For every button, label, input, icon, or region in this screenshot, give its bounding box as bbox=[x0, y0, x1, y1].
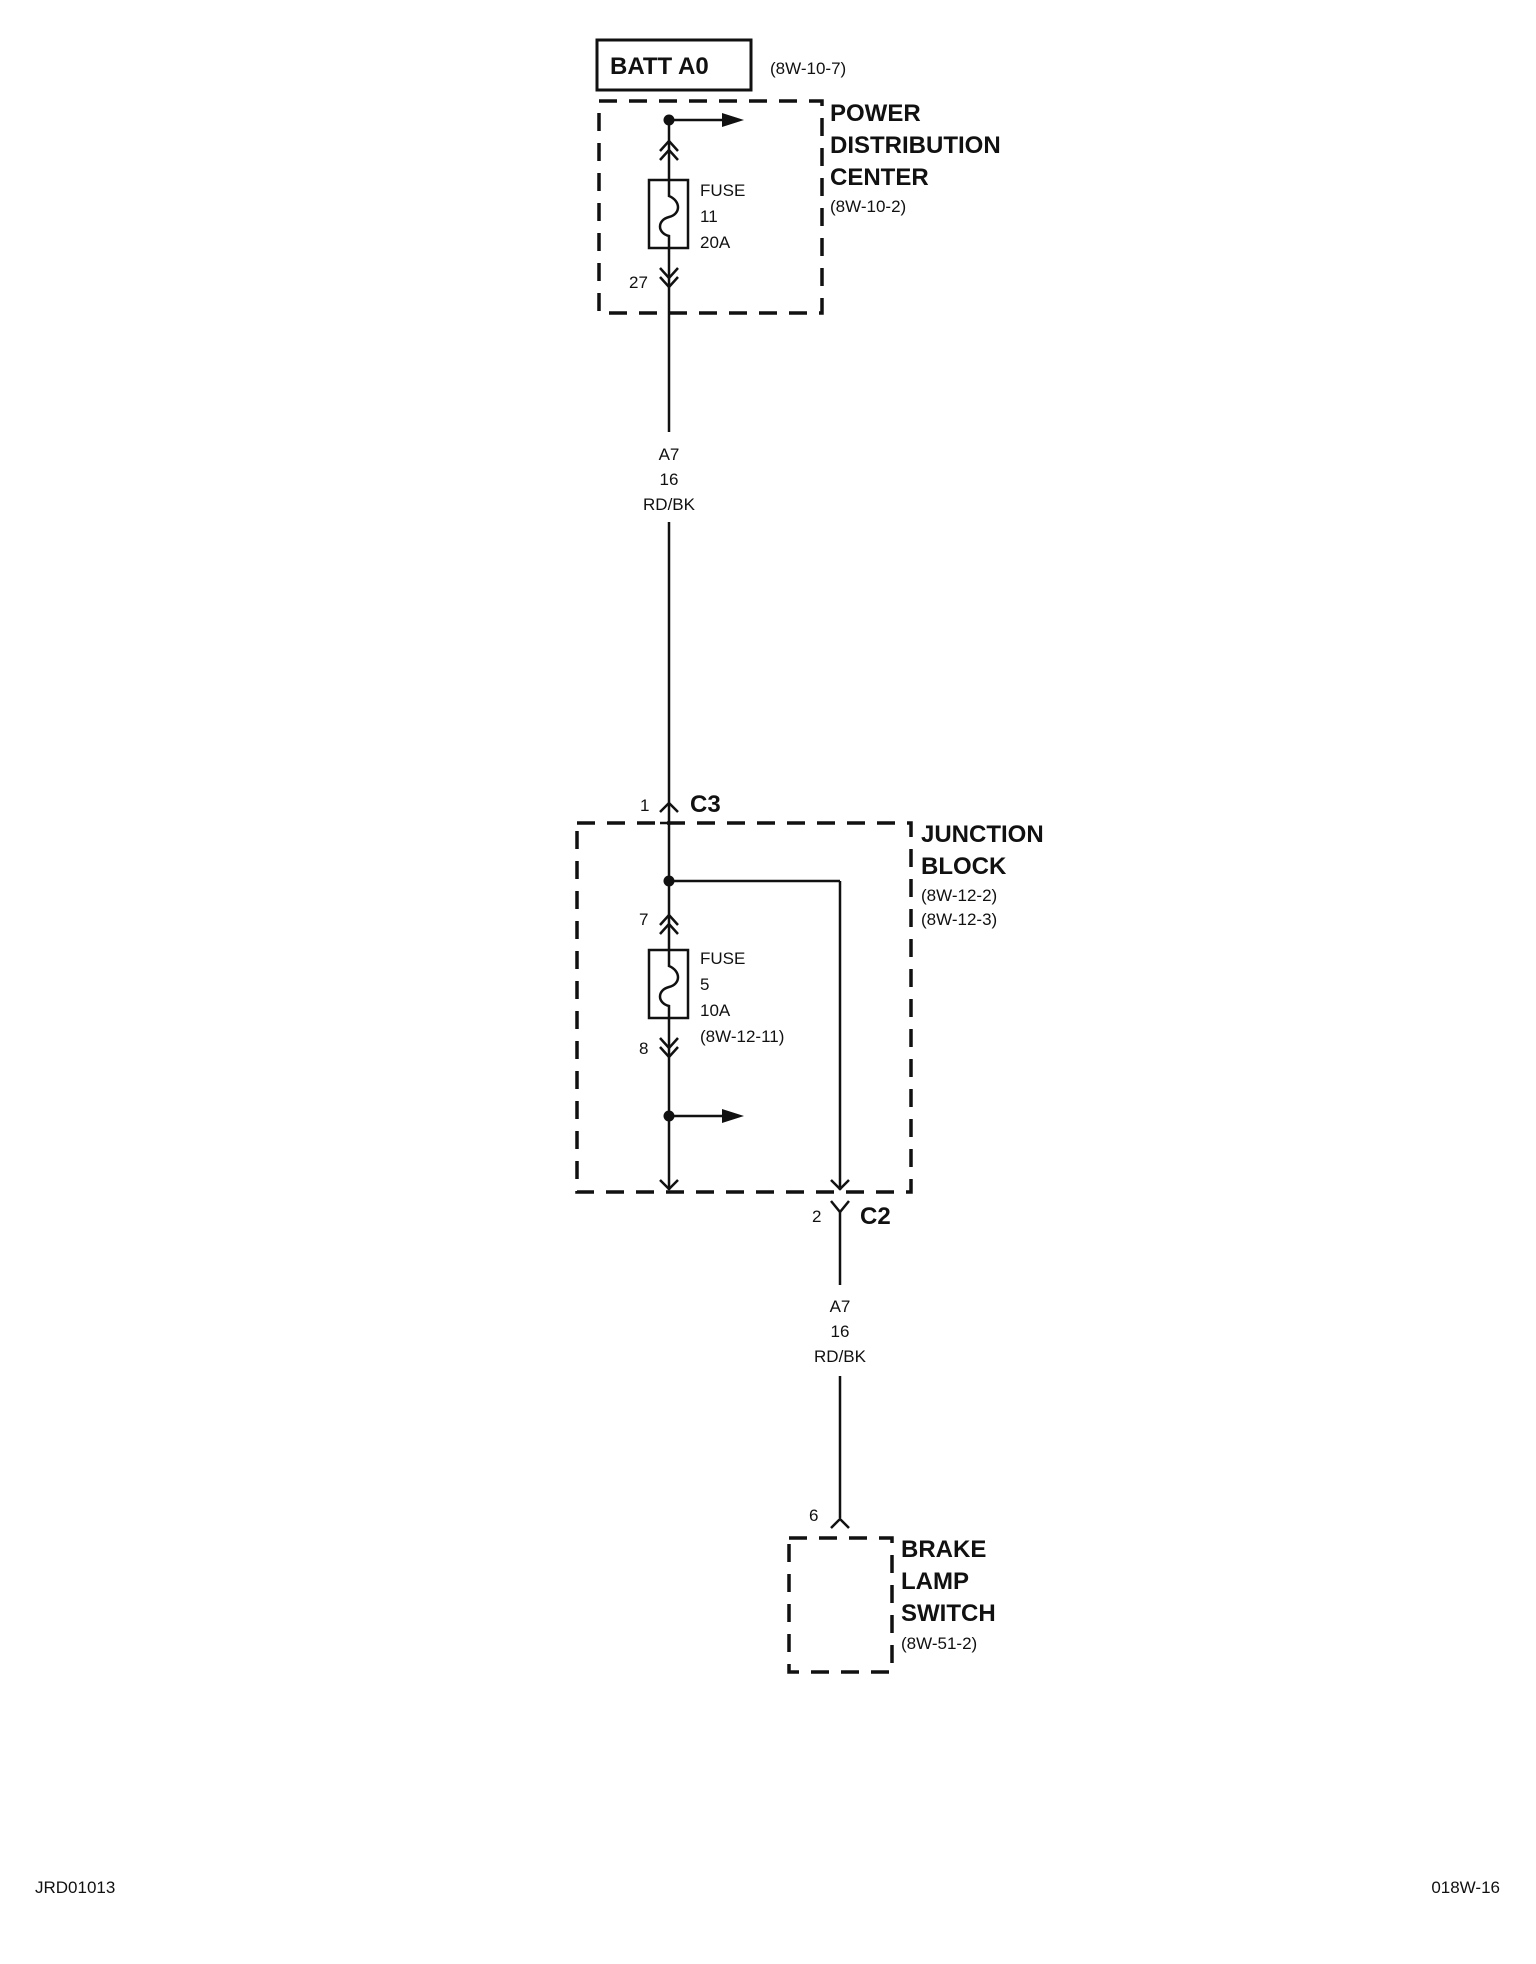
fuse5-pin-out: 8 bbox=[639, 1039, 648, 1058]
jb-bypass-end-icon bbox=[830, 1179, 850, 1191]
pdc-connector-female-icon bbox=[659, 139, 679, 152]
junction-block-title-line2: BLOCK bbox=[921, 853, 1007, 880]
batt-label: BATT A0 bbox=[610, 53, 709, 80]
wire2-gauge: 16 bbox=[831, 1322, 850, 1341]
fuse5-rating: 10A bbox=[700, 1001, 731, 1020]
brake-switch-pin: 6 bbox=[809, 1506, 818, 1525]
brake-switch-box bbox=[787, 1536, 894, 1674]
pdc-connector-male-icon bbox=[659, 267, 679, 280]
c2-name: C2 bbox=[860, 1203, 891, 1230]
jb-bus-end-icon bbox=[659, 1179, 679, 1191]
pdc-box bbox=[597, 99, 824, 315]
fuse5-label: FUSE bbox=[700, 949, 745, 968]
junction-block-title-line1: JUNCTION bbox=[921, 821, 1044, 848]
c3-pin: 1 bbox=[640, 796, 649, 815]
brake-switch-title-line1: BRAKE bbox=[901, 1536, 986, 1563]
wire1-gauge: 16 bbox=[660, 470, 679, 489]
wire2-color: RD/BK bbox=[814, 1347, 867, 1366]
pdc-title-line2: DISTRIBUTION bbox=[830, 132, 1001, 159]
brake-switch-ref: (8W-51-2) bbox=[901, 1634, 977, 1653]
brake-switch-title-line3: SWITCH bbox=[901, 1600, 996, 1627]
fuse11-number: 11 bbox=[700, 207, 718, 226]
wire2-circuit: A7 bbox=[830, 1297, 851, 1316]
pdc-connector-female-icon-2 bbox=[659, 148, 679, 161]
junction-block-ref2: (8W-12-3) bbox=[921, 910, 997, 929]
wire1-circuit: A7 bbox=[659, 445, 680, 464]
fuse5-out-connector-icon bbox=[659, 1037, 679, 1050]
fuse5-out-connector-icon-2 bbox=[659, 1046, 679, 1059]
fuse5-pin-in: 7 bbox=[639, 910, 648, 929]
pdc-title-line1: POWER bbox=[830, 100, 921, 127]
footer-right-code: 018W-16 bbox=[1431, 1878, 1500, 1897]
batt-box bbox=[595, 38, 753, 92]
c3-connector-female-icon bbox=[659, 801, 679, 813]
batt-ref: (8W-10-7) bbox=[770, 59, 846, 78]
fuse11-rating: 20A bbox=[700, 233, 731, 252]
fuse5-ref: (8W-12-11) bbox=[700, 1027, 784, 1046]
c2-connector-icon bbox=[830, 1200, 850, 1214]
pdc-title-line3: CENTER bbox=[830, 164, 929, 191]
fuse5-element-icon bbox=[658, 950, 680, 1018]
junction-block-ref1: (8W-12-2) bbox=[921, 886, 997, 905]
c3-name: C3 bbox=[690, 791, 721, 818]
fuse5-number: 5 bbox=[700, 975, 709, 994]
wire1-color: RD/BK bbox=[643, 495, 696, 514]
pdc-ref: (8W-10-2) bbox=[830, 197, 906, 216]
brake-switch-connector-icon bbox=[830, 1517, 850, 1529]
fuse11-element-icon bbox=[658, 180, 680, 248]
fuse11-label: FUSE bbox=[700, 181, 745, 200]
c2-pin: 2 bbox=[812, 1207, 821, 1226]
fuse5-in-connector-icon-2 bbox=[659, 922, 679, 935]
brake-switch-title-line2: LAMP bbox=[901, 1568, 969, 1595]
fuse5-in-connector-icon bbox=[659, 913, 679, 926]
junction-block-box bbox=[575, 821, 913, 1194]
jb-lower-branch-arrow-icon bbox=[722, 1109, 744, 1123]
fuse11-pin-out: 27 bbox=[629, 273, 648, 292]
footer-left-code: JRD01013 bbox=[35, 1878, 116, 1897]
pdc-branch-arrow-icon bbox=[722, 113, 744, 127]
